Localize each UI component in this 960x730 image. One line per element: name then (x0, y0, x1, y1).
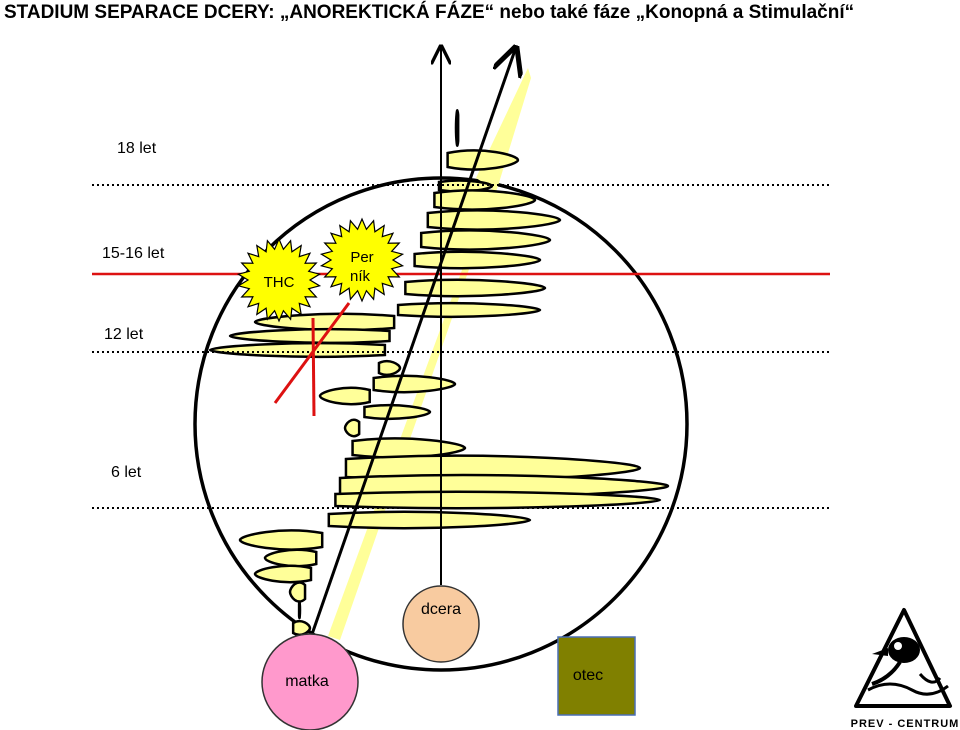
oscillation-loop (426, 209, 562, 231)
oscillation-loop (291, 619, 312, 637)
age-label-6: 6 let (111, 464, 142, 481)
oscillation-loop (288, 581, 307, 603)
thc-starburst (236, 237, 322, 323)
pernik-starburst (319, 217, 405, 303)
oscillation-loop (363, 403, 432, 421)
oscillation-loop (343, 418, 361, 438)
oscillation-loop (318, 386, 371, 406)
father-label: otec (573, 667, 603, 684)
oscillation-loop (238, 529, 324, 551)
daughter-node (402, 585, 480, 663)
oscillation-loop (327, 510, 532, 530)
daughter-label: dcera (421, 601, 461, 618)
oscillation-loop (377, 359, 402, 377)
oscillation-loop (253, 564, 313, 584)
oscillation-loop (446, 149, 520, 171)
oscillation-loop (334, 490, 662, 510)
age-label-15-16: 15-16 let (102, 245, 165, 262)
oscillation-loop (253, 312, 396, 332)
mother-trajectory (308, 50, 515, 641)
pernik-label-line1: Per (350, 249, 373, 266)
page-title: STADIUM SEPARACE DCERY: „ANOREKTICKÁ FÁZ… (4, 2, 855, 23)
father-node (557, 636, 636, 716)
oscillation-loop (454, 109, 460, 147)
age-label-12: 12 let (104, 326, 144, 343)
oscillation-loop (263, 548, 318, 568)
thc-label: THC (264, 274, 295, 291)
mother-node (261, 633, 359, 730)
pernik-label-line2: ník (350, 268, 371, 285)
prev-centrum-logo: PREV - CENTRUM (851, 608, 960, 730)
development-zone (328, 68, 531, 640)
pernik-strike (273, 302, 351, 404)
age-label-18: 18 let (117, 140, 157, 157)
oscillation-loop (372, 374, 457, 394)
oscillation-loop (404, 278, 547, 298)
thc-strike (311, 317, 316, 417)
oscillation-loop (228, 327, 391, 345)
oscillation-loop (208, 341, 387, 359)
logo-text: PREV - CENTRUM (851, 718, 960, 730)
mother-label: matka (285, 673, 329, 690)
oscillation-loop (433, 189, 537, 211)
oscillation-loop (297, 600, 302, 620)
oscillation-loop (396, 301, 542, 319)
oscillation-waves (208, 109, 670, 637)
oscillation-loop (413, 250, 542, 270)
oscillation-loop (419, 229, 552, 251)
